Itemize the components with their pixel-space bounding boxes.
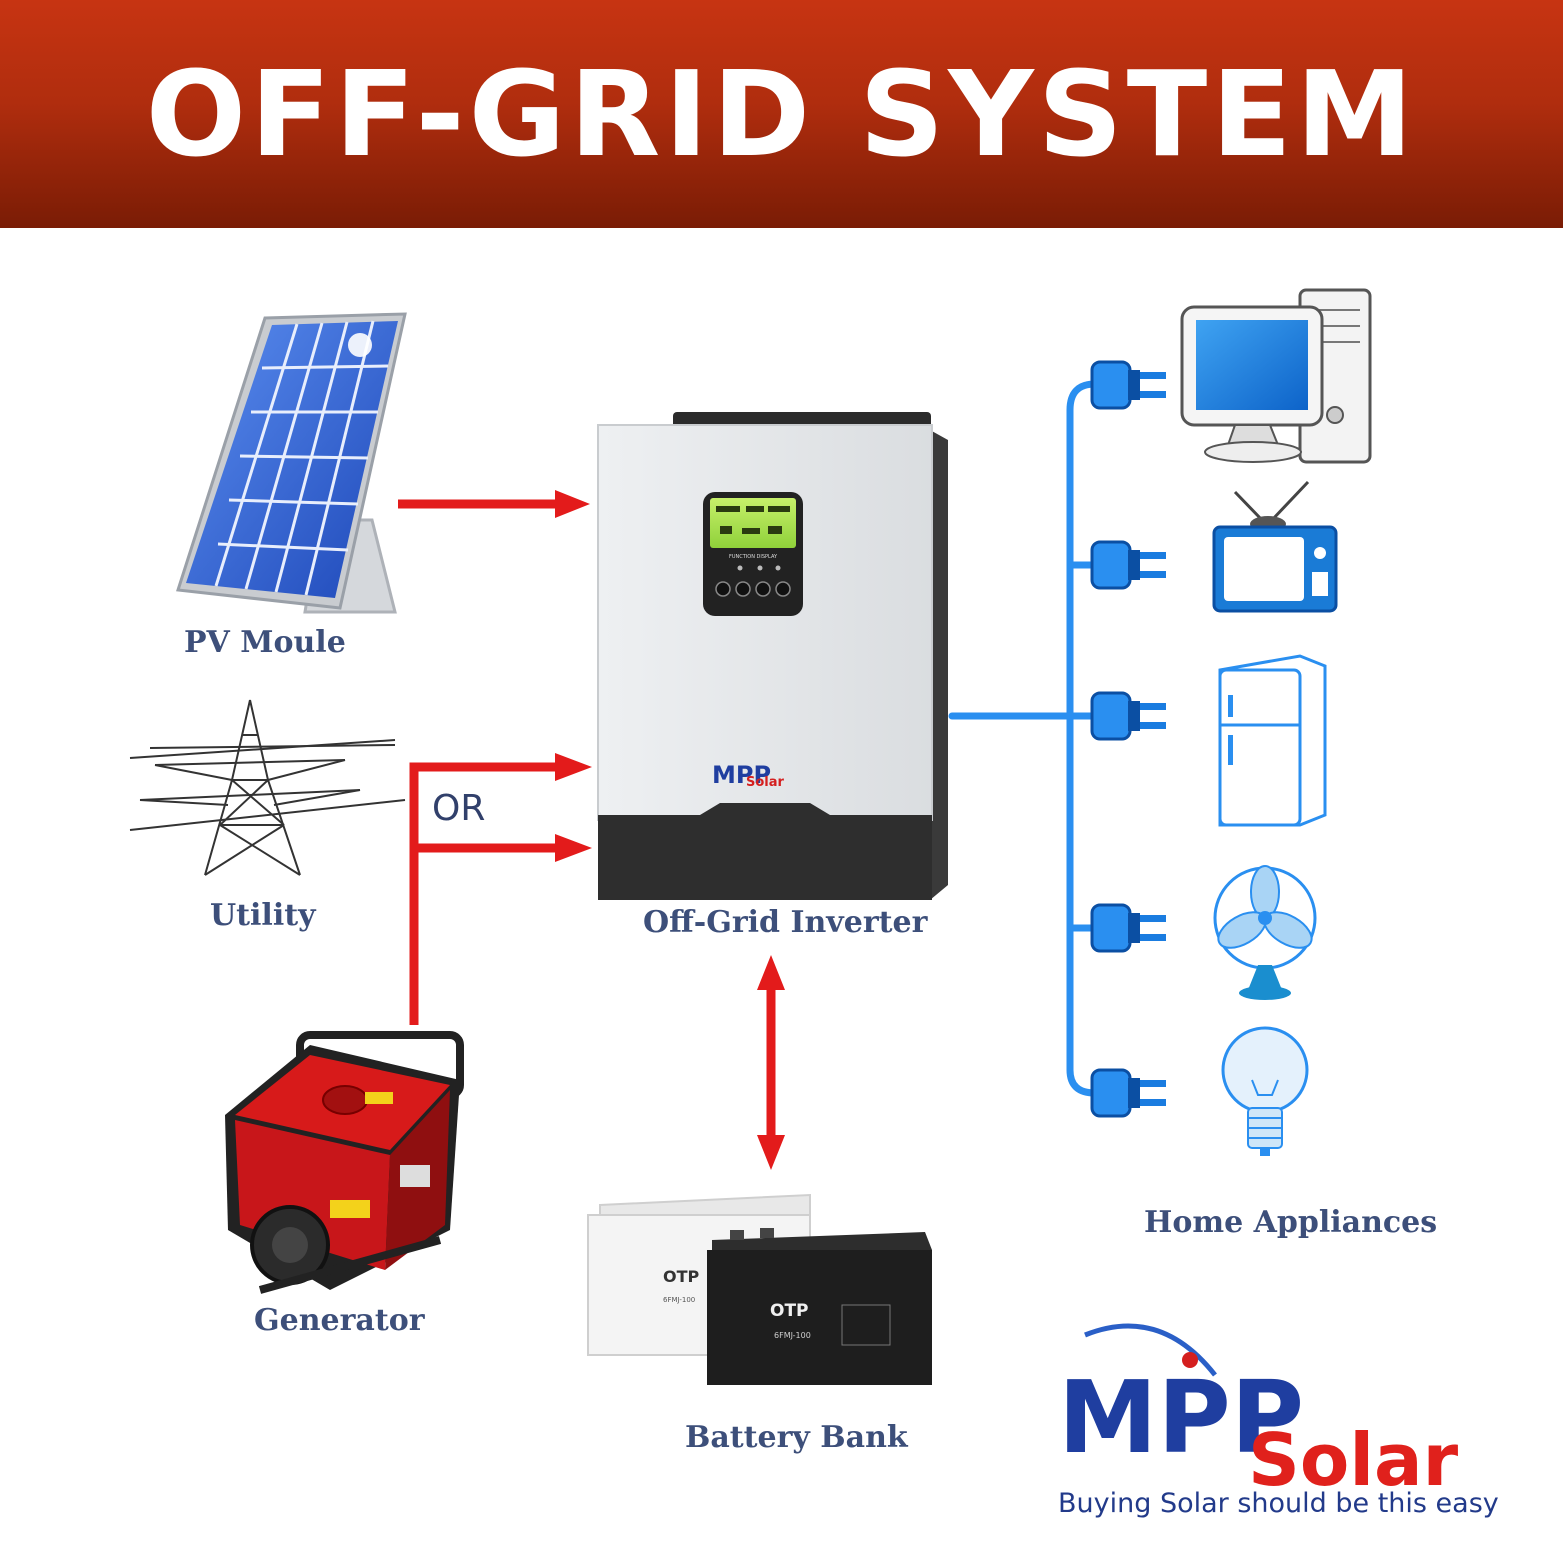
solar-panel-icon [176,312,407,614]
utility-tower-icon [129,699,406,876]
plug-icon [1090,360,1166,410]
inverter-brand-mpp: MPP [712,761,771,789]
source-wire [409,762,560,1025]
battery-inverter-double-arrow [757,955,785,1170]
logo-solar: Solar [1248,1418,1459,1502]
lightbulb-icon [1221,1026,1309,1156]
plug-icon [1090,540,1166,590]
inverter-brand-solar: Solar [746,775,785,790]
fridge-icon [1218,654,1327,827]
battery-front-model: 6FMJ-100 [774,1331,811,1340]
battery-bank-label: Battery Bank [685,1420,908,1455]
plug-icon [1090,691,1166,741]
utility-arrowhead [555,753,592,781]
generator-arrowhead [555,834,592,862]
generator-icon [225,1031,464,1294]
or-label: OR [432,788,486,829]
inverter-label: Off-Grid Inverter [643,905,928,940]
computer-icon [1180,288,1372,464]
generator-label: Generator [254,1303,425,1338]
inverter-panel-text: FUNCTION DISPLAY [729,554,778,560]
inverter-icon: FUNCTION DISPLAY MPP Solar [597,412,948,900]
battery-bank-icon: OTP 6FMJ-100 OTP 6FMJ-100 [587,1193,932,1385]
plug-icon [1090,1068,1166,1118]
logo-tagline: Buying Solar should be this easy [1058,1488,1499,1519]
logo-mpp: MPP [1058,1359,1304,1476]
battery-front-brand: OTP [770,1301,809,1321]
home-appliances-label: Home Appliances [1144,1205,1438,1240]
tv-icon [1212,480,1338,613]
utility-label: Utility [210,898,316,933]
mpp-solar-logo: MPP Solar [1058,1323,1459,1502]
pv-to-inverter-arrow [398,490,590,518]
pv-module-label: PV Moule [184,625,346,660]
battery-back-brand: OTP [663,1267,700,1286]
title-banner: OFF-GRID SYSTEM [0,0,1563,228]
battery-back-model: 6FMJ-100 [663,1296,695,1304]
plug-icon [1090,903,1166,953]
page-title: OFF-GRID SYSTEM [145,45,1418,183]
fan-icon [1213,865,1317,1000]
appliance-wiring [948,380,1099,1097]
